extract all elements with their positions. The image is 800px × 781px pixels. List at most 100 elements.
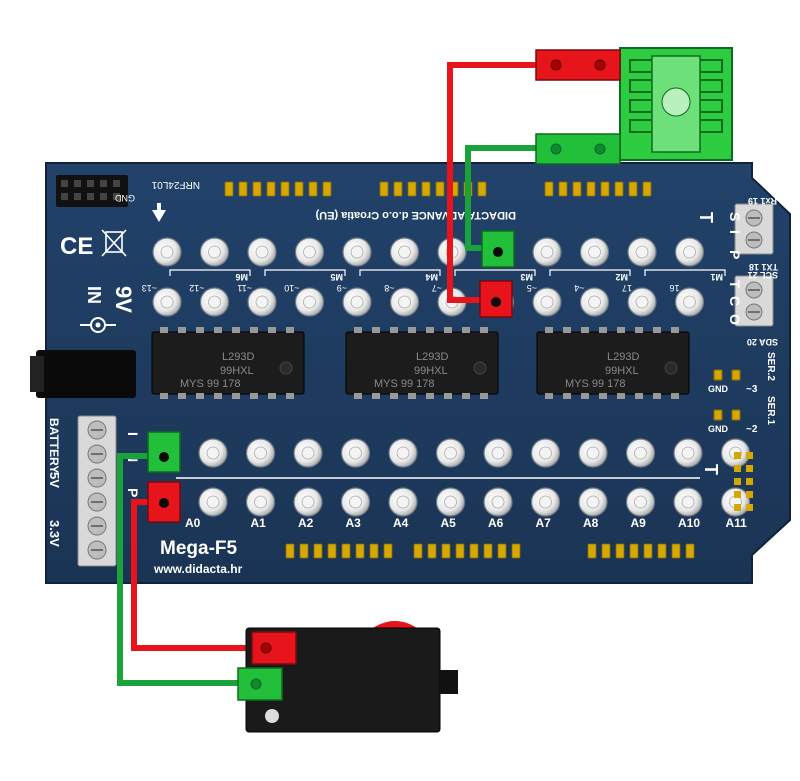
gnd-label-2: GND: [708, 424, 729, 434]
rail-33v-label: 3.3V: [47, 520, 62, 547]
chip-pin: [232, 327, 240, 333]
chip-label-2: 99HXL: [220, 365, 254, 377]
top-header-strips: [224, 181, 652, 197]
chip-pin: [232, 393, 240, 399]
analog-label: A4: [393, 516, 409, 530]
chip-pin: [286, 393, 294, 399]
header-pin: [558, 181, 568, 197]
pin-pad-hole: [255, 245, 269, 259]
gnd-label-1: GND: [708, 384, 729, 394]
header-pin: [643, 543, 653, 559]
header-pin: [469, 543, 479, 559]
header-pin: [393, 181, 403, 197]
chip-pin: [563, 393, 571, 399]
pin-pad-hole: [444, 495, 457, 509]
i2c-terminal-block: [734, 275, 774, 327]
chip-pin: [250, 327, 258, 333]
ser2-header: [713, 369, 741, 421]
pin-pad-hole: [683, 245, 696, 259]
top-pin-label: ~5: [527, 283, 537, 293]
header-pin: [629, 543, 639, 559]
switch-red-plug: [251, 631, 297, 665]
header-pin: [285, 543, 295, 559]
chip-pin: [214, 393, 222, 399]
header-pin: [477, 181, 487, 197]
svg-text:P: P: [727, 250, 743, 259]
sda-label: SDA 20: [747, 337, 778, 347]
analog-label: A8: [583, 516, 599, 530]
chip-label-3: MYS 99 178: [374, 378, 435, 390]
chip-pin: [444, 327, 452, 333]
analog-label: A6: [488, 516, 504, 530]
red-connector-top-hole: [491, 297, 501, 307]
sensor-green-plug-hole-2: [594, 143, 606, 155]
header-pin: [327, 543, 337, 559]
weee-bin-icon: [101, 229, 127, 257]
header-pin: [61, 180, 68, 187]
chip-pin: [563, 327, 571, 333]
svg-text:O: O: [727, 314, 743, 325]
header-pin: [383, 543, 393, 559]
chip-pin: [635, 393, 643, 399]
pin-pad-hole: [588, 245, 601, 259]
pin3-label: ~3: [746, 384, 758, 395]
chip-body: [345, 331, 499, 395]
pin-pad-hole: [349, 446, 362, 460]
serial-terminal-block: [734, 203, 774, 255]
chip-pin: [178, 393, 186, 399]
green-connector-top-hole: [493, 247, 503, 257]
top-pin-label: ~13: [142, 283, 157, 293]
analog-label: A7: [536, 516, 552, 530]
header-pin: [586, 181, 596, 197]
pin-pad-hole: [255, 295, 269, 309]
pin-pad-hole: [539, 495, 552, 509]
chip-pin: [671, 327, 679, 333]
rx1-label: Rx1 19: [748, 196, 777, 206]
header-pin: [266, 181, 276, 197]
analog-label: A5: [441, 516, 457, 530]
header-pin: [379, 181, 389, 197]
pin-pad-hole: [539, 446, 552, 460]
pin-pad-hole: [350, 245, 364, 259]
chip-label-1: L293D: [607, 351, 639, 363]
motor-label: M4: [425, 272, 438, 282]
pin-pad-hole: [254, 495, 267, 509]
chip-label-3: MYS 99 178: [565, 378, 626, 390]
pin-pad-hole: [540, 245, 554, 259]
motor-bracket: [169, 269, 251, 276]
pin-pad-hole: [349, 495, 362, 509]
header-pin: [413, 543, 423, 559]
chip-pin: [653, 327, 661, 333]
chip-pin: [545, 393, 553, 399]
header-pin: [100, 180, 107, 187]
chip-pin: [160, 393, 168, 399]
pin-pad-hole: [350, 295, 364, 309]
analog-label: A10: [678, 516, 700, 530]
header-pin: [341, 543, 351, 559]
chip-pin: [286, 327, 294, 333]
top-pin-label: 17: [622, 283, 632, 293]
pin-pad-hole: [396, 446, 410, 460]
pin-pad-hole: [160, 245, 174, 259]
chip-pin: [214, 327, 222, 333]
chip-pin: [653, 393, 661, 399]
chip-pin: [354, 393, 362, 399]
pin-pad-hole: [540, 295, 554, 309]
chip-pin: [408, 393, 416, 399]
header-pin: [642, 181, 652, 197]
header-pin: [87, 193, 94, 200]
pin-pad-hole: [303, 245, 316, 259]
grid-pin: [734, 504, 741, 511]
serial-pin-symbols: S I P T C O: [727, 212, 743, 325]
header-pin: [435, 181, 445, 197]
rail-5v-label: 5V: [47, 472, 62, 488]
pin-pad-hole: [206, 495, 220, 509]
red-connector-left-hole: [159, 498, 169, 508]
dc-power-jack-face: [30, 356, 44, 392]
pin-pad-hole: [586, 446, 600, 460]
chip-pin: [426, 393, 434, 399]
pin2-label: ~2: [746, 424, 758, 435]
grid-pin: [734, 491, 741, 498]
